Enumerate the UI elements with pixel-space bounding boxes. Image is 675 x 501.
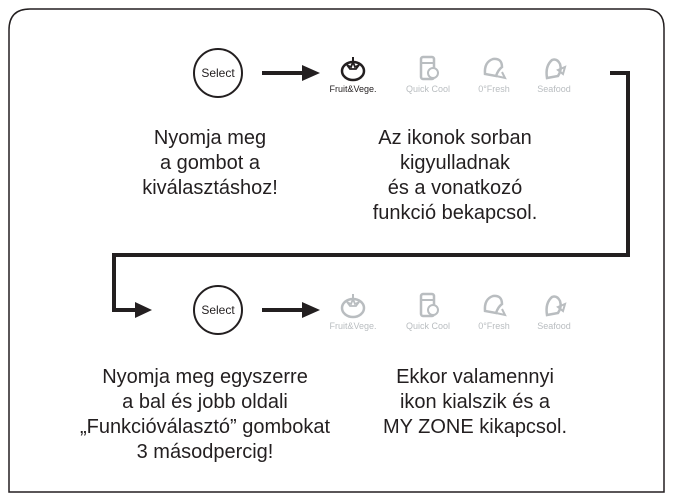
text-line: kiválasztáshoz! — [142, 177, 278, 199]
bottle-icon — [419, 292, 439, 318]
text-line: Nyomja meg egyszerre — [102, 366, 308, 388]
tomato-icon — [340, 294, 366, 319]
select-button-label: Select — [201, 303, 235, 317]
icon-label: 0°Fresh — [478, 321, 510, 331]
select-button[interactable]: Select — [193, 285, 243, 335]
icon-quick-cool: Quick Cool — [400, 54, 456, 94]
step2-right-text: Ekkor valamennyi ikon kialszik és a MY Z… — [360, 365, 590, 440]
icon-label: Quick Cool — [405, 321, 450, 331]
icon-zero-fresh: 0°Fresh — [466, 54, 522, 94]
step2-left-text: Nyomja meg egyszerre a bal és jobb oldal… — [55, 365, 355, 465]
tomato-icon — [340, 57, 366, 82]
icon-label: 0°Fresh — [478, 84, 510, 94]
text-line: a gombot a — [159, 152, 261, 174]
text-line: Nyomja meg — [153, 127, 267, 149]
text-line: és a vonatkozó — [387, 177, 523, 199]
arrow-head-2 — [302, 302, 320, 318]
icon-label: Fruit&Vege. — [329, 84, 377, 94]
icon-label: Seafood — [537, 84, 571, 94]
icon-fruit-vege: Fruit&Vege. — [325, 291, 381, 331]
text-line: „Funkcióválasztó” gombokat — [79, 416, 331, 438]
text-line: Ekkor valamennyi — [396, 366, 554, 388]
fish-icon — [545, 295, 567, 317]
connector-arrowhead — [135, 302, 152, 318]
icon-label: Fruit&Vege. — [329, 321, 377, 331]
icon-quick-cool: Quick Cool — [400, 291, 456, 331]
text-line: 3 másodpercig! — [136, 441, 274, 463]
text-line: kigyulladnak — [399, 152, 511, 174]
icon-label: Seafood — [537, 321, 571, 331]
text-line: Az ikonok sorban — [378, 127, 532, 149]
meat-icon — [483, 57, 507, 80]
icon-seafood: Seafood — [526, 54, 582, 94]
bottle-icon — [419, 55, 439, 81]
icon-label: Quick Cool — [405, 84, 450, 94]
step1-left-text: Nyomja meg a gombot a kiválasztáshoz! — [120, 126, 300, 201]
text-line: MY ZONE kikapcsol. — [382, 416, 568, 438]
step1-right-text: Az ikonok sorban kigyulladnak és a vonat… — [345, 126, 565, 226]
icon-zero-fresh: 0°Fresh — [466, 291, 522, 331]
icon-seafood: Seafood — [526, 291, 582, 331]
icon-fruit-vege: Fruit&Vege. — [325, 54, 381, 94]
text-line: a bal és jobb oldali — [122, 391, 288, 413]
meat-icon — [483, 294, 507, 317]
select-button-label: Select — [201, 66, 235, 80]
arrow-head-1 — [302, 65, 320, 81]
panel-frame — [8, 8, 665, 493]
text-line: funkció bekapcsol. — [372, 202, 538, 224]
fish-icon — [545, 58, 567, 80]
text-line: ikon kialszik és a — [399, 391, 551, 413]
select-button[interactable]: Select — [193, 48, 243, 98]
